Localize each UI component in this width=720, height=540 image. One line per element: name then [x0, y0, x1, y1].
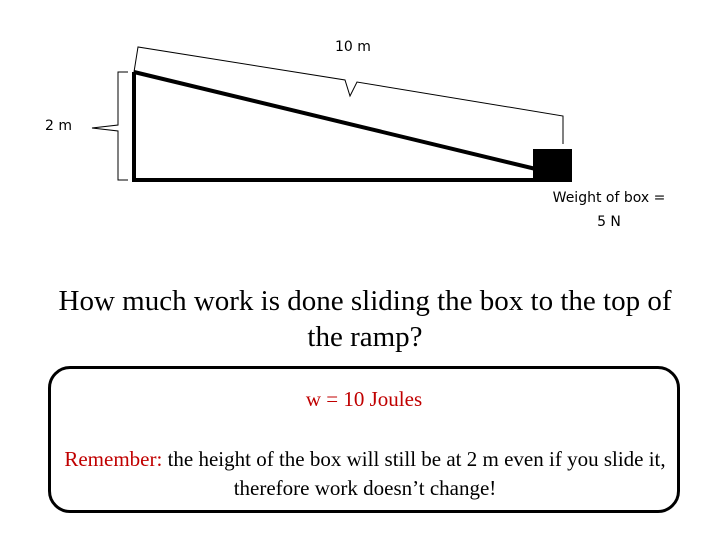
ramp-diagram [91, 46, 572, 182]
height-brace [91, 71, 128, 181]
weight-label-line2: 5 N [597, 214, 621, 230]
length-label: 10 m [335, 39, 371, 55]
height-label: 2 m [45, 118, 72, 134]
ramp-incline [133, 70, 541, 172]
weight-label: Weight of box = 5 N [540, 186, 678, 234]
question-text: How much work is done sliding the box to… [58, 285, 672, 353]
length-brace [133, 46, 564, 144]
reminder-prefix: Remember: [64, 447, 163, 471]
reminder-text: the height of the box will still be at 2… [162, 447, 666, 500]
weight-label-line1: Weight of box = [552, 190, 666, 206]
box [533, 149, 572, 180]
reminder-note: Remember: the height of the box will sti… [61, 445, 669, 503]
answer-box: w = 10 Joules Remember: the height of th… [48, 366, 680, 513]
answer-text: w = 10 Joules [305, 387, 423, 411]
